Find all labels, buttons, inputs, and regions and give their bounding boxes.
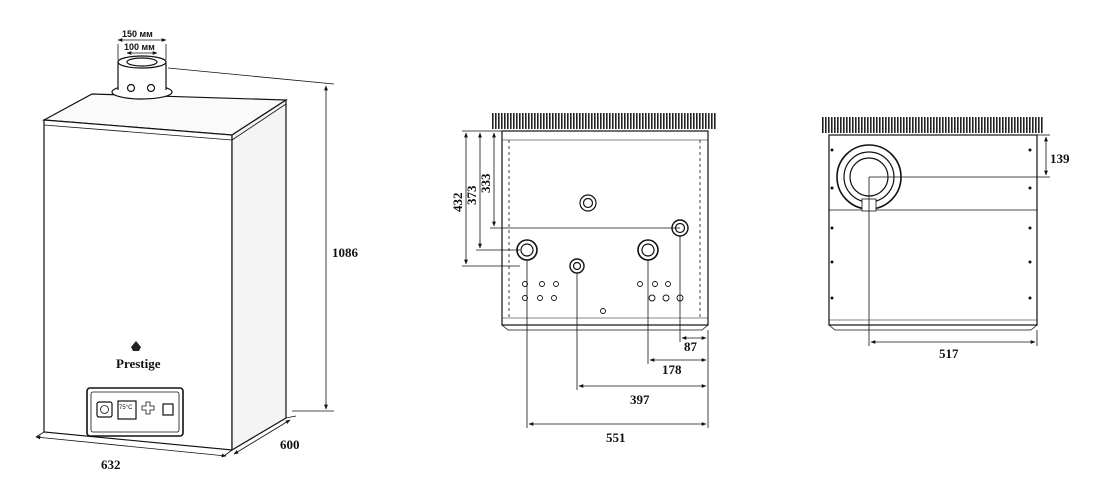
flue-pipe: [111, 55, 173, 100]
nav-pad-icon: [141, 401, 155, 415]
dim-397: 397: [630, 392, 650, 407]
dim-depth: 600: [280, 437, 300, 452]
dim-373: 373: [464, 185, 479, 205]
bottom-view-dimensions: [462, 130, 709, 428]
dim-178: 178: [662, 362, 682, 377]
top-view: [822, 117, 1044, 331]
flue-port-icon: [126, 83, 136, 93]
top-wall-hatch: [822, 117, 1044, 133]
brand-label: Prestige: [116, 356, 161, 371]
dim-551: 551: [606, 430, 626, 445]
dim-flue-outer: 150 мм: [122, 29, 153, 39]
dim-517: 517: [939, 346, 959, 361]
dim-87: 87: [684, 339, 698, 354]
dim-432: 432: [450, 193, 465, 213]
dim-333: 333: [478, 173, 493, 193]
boiler-dimensions: [35, 38, 335, 458]
control-panel: [86, 387, 184, 437]
boiler-side-face: [231, 98, 287, 452]
display-screen: [117, 400, 137, 420]
boiler-isometric: [41, 55, 288, 452]
reset-button: [162, 403, 174, 416]
top-view-dimensions: [868, 134, 1050, 346]
display-temp: 75°C: [119, 405, 133, 411]
brand-logo-icon: [131, 341, 141, 351]
dim-139: 139: [1050, 151, 1070, 166]
top-rivets: [830, 148, 1032, 300]
dim-flue-inner: 100 мм: [124, 42, 155, 52]
flue-port-icon: [146, 83, 156, 93]
dim-height: 1086: [332, 245, 359, 260]
bottom-view: [492, 113, 716, 331]
bottom-wall-hatch: [492, 113, 716, 129]
dim-width: 632: [101, 457, 121, 472]
